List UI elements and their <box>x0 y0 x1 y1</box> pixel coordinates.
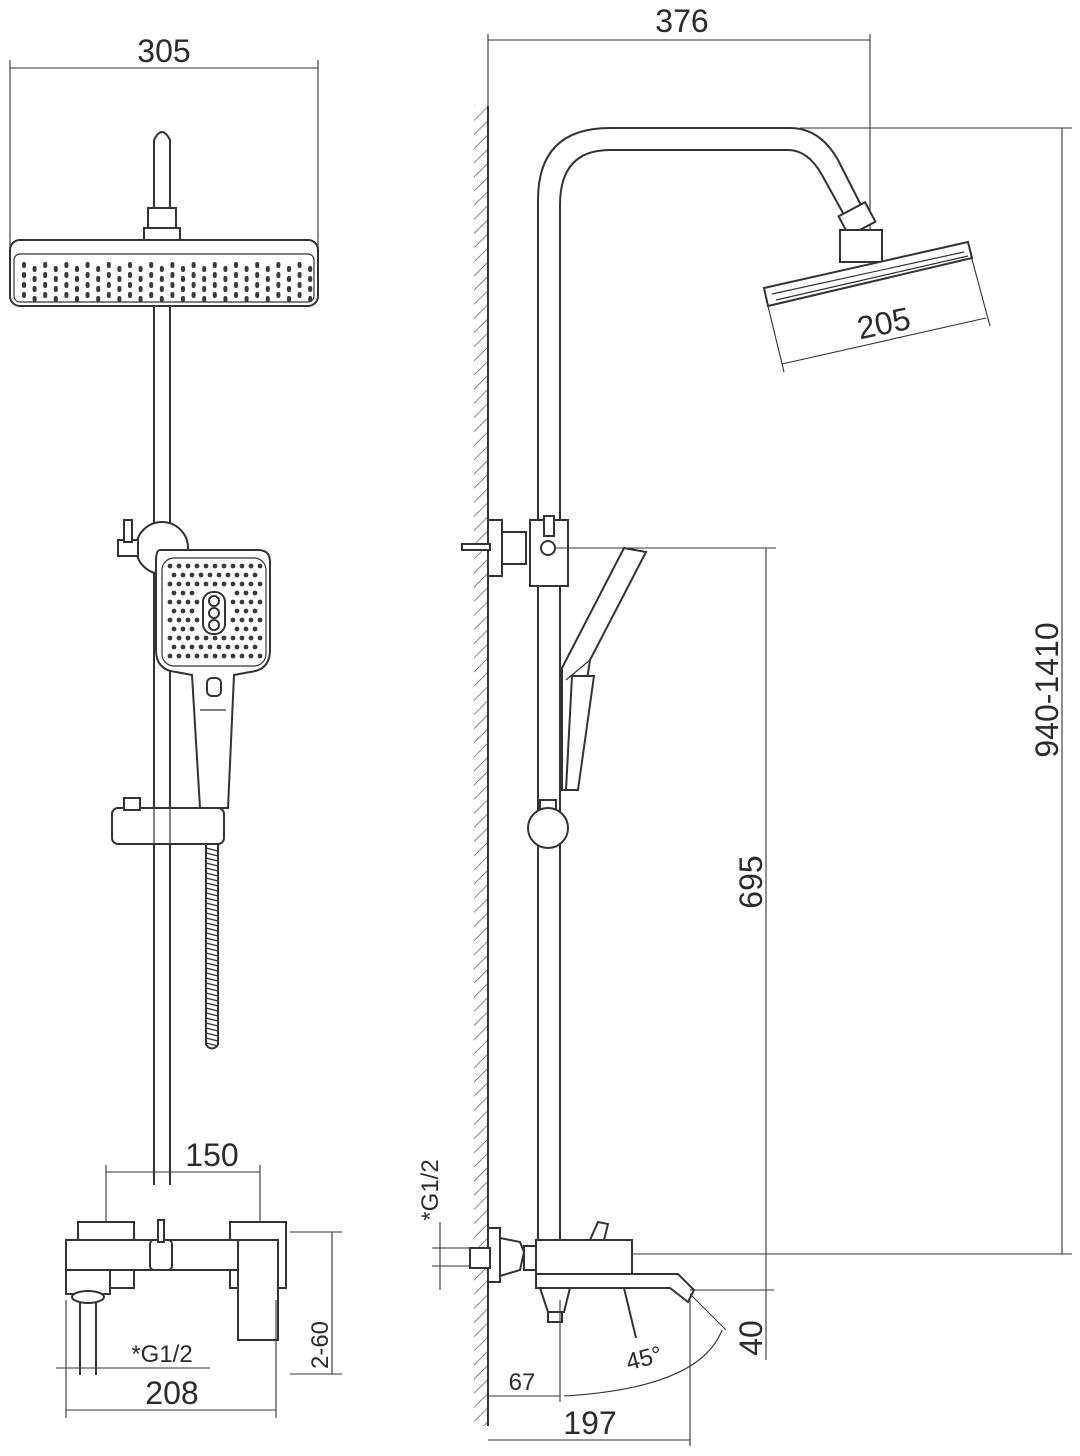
label-40: 40 <box>733 1320 769 1356</box>
front-slide-holder <box>111 797 225 845</box>
side-head-connector <box>839 229 883 263</box>
dim-eccentric: 2-60 <box>290 1231 342 1375</box>
front-view: 305 <box>9 33 342 1418</box>
dim-spout-reach: 197 <box>488 1300 691 1446</box>
label-208: 208 <box>145 1375 198 1411</box>
front-rain-head <box>9 239 319 307</box>
label-376: 376 <box>655 3 708 39</box>
label-940-1410: 940-1410 <box>1029 622 1065 757</box>
side-hand-shower <box>561 546 648 791</box>
side-arm-nut <box>837 200 877 238</box>
side-riser-outer <box>537 127 867 1240</box>
dim-mixer-width: 208 <box>65 1300 277 1418</box>
dim-mixer-centers: 150 <box>105 1137 261 1225</box>
label-g12-side: *G1/2 <box>417 1159 444 1220</box>
dim-spout-angle: 45° <box>563 1293 727 1397</box>
dim-height-range: 940-1410 <box>560 127 1072 1255</box>
label-150: 150 <box>185 1137 238 1173</box>
dim-head-width: 305 <box>9 33 319 250</box>
front-arm-nut <box>147 207 177 231</box>
dim-mixer-projection: 67 <box>488 1300 561 1402</box>
side-wall-bracket <box>461 515 569 587</box>
front-mixer <box>65 1219 287 1375</box>
dim-side-reach: 376 <box>487 3 871 230</box>
dim-spout-offset: 40 <box>690 1254 774 1360</box>
front-hand-shower <box>155 549 271 809</box>
label-45deg: 45° <box>623 1341 665 1376</box>
front-hose <box>205 844 219 1050</box>
hand-shower-nozzles <box>167 563 263 659</box>
label-2-60: 2-60 <box>307 1321 334 1369</box>
label-g12-front: *G1/2 <box>131 1341 192 1368</box>
front-shower-arm <box>153 131 171 210</box>
label-305: 305 <box>137 33 190 69</box>
dim-thread-front: *G1/2 <box>56 1341 210 1369</box>
label-695: 695 <box>733 855 769 908</box>
label-67: 67 <box>509 1369 536 1396</box>
dim-slide-bar: 695 <box>556 547 776 1254</box>
wall-hatch <box>474 106 488 1426</box>
front-arm-connector <box>143 227 181 241</box>
side-riser-inner <box>559 149 849 1240</box>
hose-rings <box>205 847 219 1047</box>
rain-head-nozzles <box>22 262 313 302</box>
side-mixer <box>469 1220 696 1339</box>
side-slide-holder <box>527 799 569 849</box>
label-205: 205 <box>854 300 914 346</box>
label-197: 197 <box>563 1405 616 1441</box>
side-view: 376 205 940-1410 <box>417 3 1072 1446</box>
